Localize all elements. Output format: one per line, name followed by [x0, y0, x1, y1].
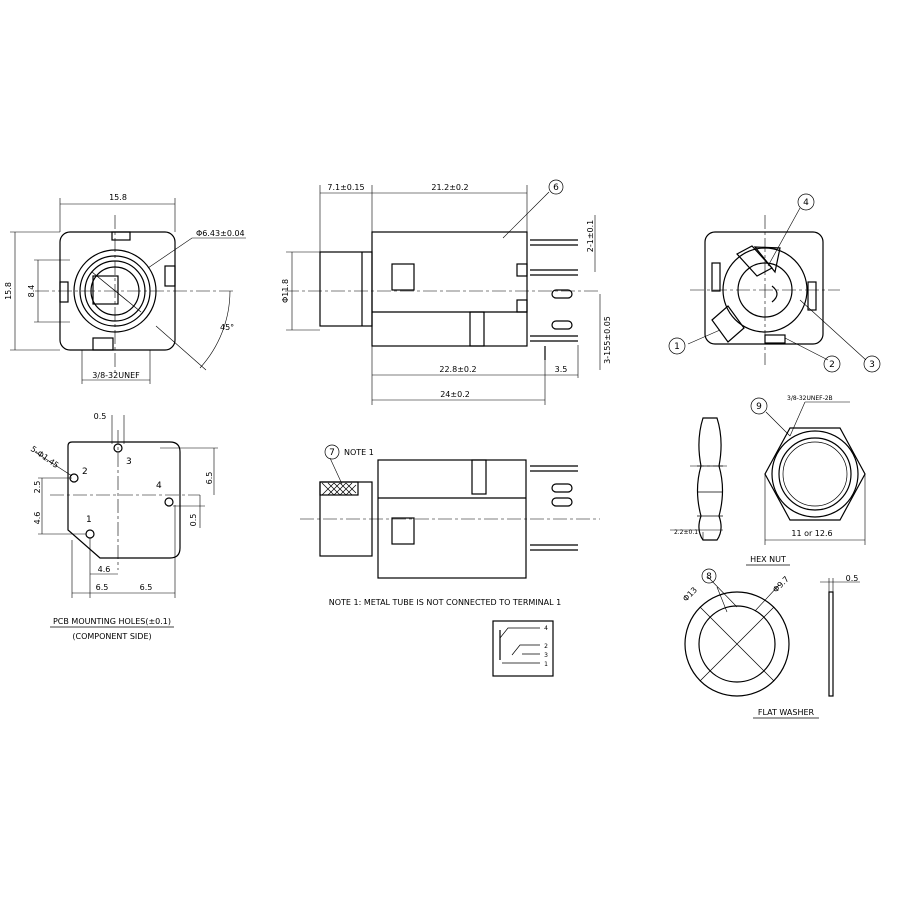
callout-9 [750, 397, 768, 415]
front-view: 15.8 15.8 8.4 Φ6.43±0.04 45° 3/8-32UNEF [4, 193, 246, 384]
rear-body [704, 231, 824, 345]
schematic-pin3: 3 [544, 652, 548, 659]
callout-3 [863, 355, 881, 373]
pcb-dim-65-h2: 6.5 [140, 583, 153, 592]
washer-thickness: 0.5 [846, 574, 859, 583]
side-diameter: Φ11.8 [281, 279, 290, 303]
hex-thread: 3/8-32UNEF-2B [787, 395, 833, 402]
pcb-dim-65-v: 6.5 [205, 472, 214, 485]
callout-6 [548, 179, 564, 195]
front-thread-label: 3/8-32UNEF [92, 371, 140, 380]
schematic: 4 2 3 1 [492, 620, 554, 677]
bottom-view: 7 NOTE 1 NOTE 1: METAL TUBE IS NOT CONNE… [300, 444, 600, 607]
front-top-tab [111, 231, 131, 241]
hex-bore [778, 437, 852, 511]
schematic-pin2: 2 [544, 643, 548, 650]
hex-size: 11 or 12.6 [791, 529, 832, 538]
callout-8-label: 8 [706, 572, 712, 582]
side-window-top [391, 263, 415, 291]
bottom-note-text: NOTE 1: METAL TUBE IS NOT CONNECTED TO T… [329, 598, 561, 607]
pcb-dim-46-v: 4.6 [33, 512, 42, 525]
rear-view: 1 2 3 4 [668, 193, 881, 373]
side-len-228: 22.8±0.2 [439, 365, 476, 374]
front-inner-dim: 8.4 [27, 285, 36, 298]
side-len-24: 24±0.2 [440, 390, 470, 399]
side-pin-pitch-top: 2-1±0.1 [586, 220, 595, 253]
flat-washer-view: Φ13 Φ9.7 8 0.5 FLAT WASHER [681, 568, 860, 719]
schematic-pin1: 1 [544, 661, 548, 668]
front-thread-dim: Φ6.43±0.04 [196, 229, 245, 238]
callout-4-label: 4 [803, 198, 809, 208]
front-angle-dim: 45° [220, 323, 234, 332]
bottom-knurl [319, 481, 359, 496]
front-height-dim: 15.8 [4, 282, 13, 300]
callout-1 [668, 337, 686, 355]
washer-inner-dim: Φ9.7 [771, 575, 791, 595]
pcb-dim-46-h: 4.6 [98, 565, 111, 574]
washer-outer [684, 591, 790, 697]
callout-2 [823, 355, 841, 373]
callout-6-label: 6 [553, 183, 559, 193]
pcb-dim-25: 2.5 [33, 481, 42, 494]
pcb-pin2: 2 [82, 467, 88, 477]
side-slot [469, 311, 485, 347]
side-body-len: 21.2±0.2 [431, 183, 468, 192]
washer-title: FLAT WASHER [758, 708, 815, 717]
bottom-slot [471, 459, 487, 495]
pcb-pin4: 4 [156, 481, 162, 491]
hex-nut-view: 2.2±0.1 3/8-32UNEF-2B 9 11 or 12.6 HEX N… [670, 395, 866, 566]
pcb-pin1: 1 [86, 515, 92, 525]
pcb-dim-05-top: 0.5 [94, 412, 107, 421]
pcb-dim-05-r: 0.5 [189, 514, 198, 527]
pcb-outline [67, 441, 181, 559]
side-body [371, 231, 528, 347]
side-len-35: 3.5 [555, 365, 568, 374]
schematic-pin4: 4 [544, 625, 548, 632]
pcb-title: PCB MOUNTING HOLES(±0.1) [53, 617, 171, 626]
pcb-pin3: 3 [126, 457, 132, 467]
hex-title: HEX NUT [750, 555, 786, 564]
front-width-dim: 15.8 [109, 193, 127, 202]
bottom-note-tag: NOTE 1 [344, 448, 374, 457]
front-right-tab [164, 265, 176, 287]
schematic-box [492, 620, 554, 677]
hex-thickness: 2.2±0.1 [674, 529, 698, 536]
pcb-subtitle: (COMPONENT SIDE) [72, 632, 151, 641]
pcb-holes-view: 0.5 5-Φ1.45 2 3 4 1 2.5 4.6 6.5 0.5 4.6 … [29, 412, 218, 641]
hex-nut-side [696, 417, 724, 541]
pcb-hole-1 [85, 529, 95, 539]
callout-7 [324, 444, 340, 460]
hex-chamfer [771, 430, 859, 518]
side-tab-top [516, 263, 528, 277]
callout-4 [797, 193, 815, 211]
callout-7-label: 7 [329, 448, 335, 458]
callout-9-label: 9 [756, 402, 762, 412]
callout-8 [701, 568, 717, 584]
washer-inner [698, 605, 776, 683]
side-front-tube [319, 251, 373, 327]
pcb-dim-65-h1: 6.5 [96, 583, 109, 592]
washer-outer-dim: Φ13 [681, 585, 699, 603]
callout-3-label: 3 [869, 360, 875, 370]
side-view: 7.1±0.15 21.2±0.2 Φ11.8 2-1±0.1 3-155±0.… [281, 179, 612, 405]
callout-2-label: 2 [829, 360, 835, 370]
bottom-window [391, 517, 415, 545]
front-contact [92, 275, 119, 305]
pcb-holes-dim: 5-Φ1.45 [29, 444, 60, 470]
pcb-hole-4 [164, 497, 174, 507]
side-pin-pitch-side: 3-155±0.05 [603, 316, 612, 364]
side-front-len: 7.1±0.15 [327, 183, 364, 192]
callout-1-label: 1 [674, 342, 680, 352]
side-tab-mid [516, 299, 528, 313]
front-bottom-tab [92, 337, 114, 351]
front-left-tab [59, 281, 69, 303]
washer-side [828, 591, 834, 697]
